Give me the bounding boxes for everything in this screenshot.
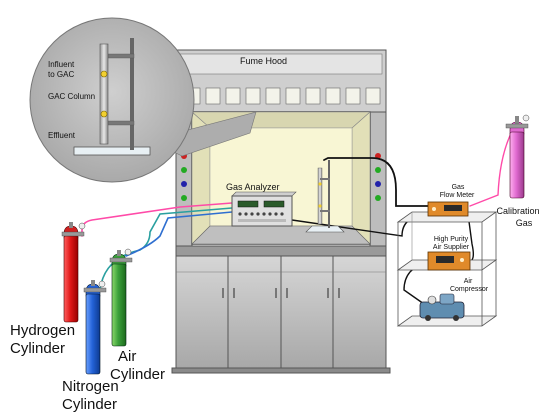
fume-hood-label: Fume Hood xyxy=(240,56,288,66)
air-compressor-label-line-1: Air xyxy=(463,278,473,285)
gac-column-zoom-callout xyxy=(29,17,257,183)
gas-flow-meter-label-line-2: Flow Meter xyxy=(439,192,475,199)
gas-analyzer-label: Gas Analyzer xyxy=(226,182,280,192)
hydrogen-cylinder-label-line-2: Cylinder xyxy=(10,340,66,357)
calibration-gas-label-line-1: Calibration xyxy=(496,206,540,216)
calibration-gas-label-line-2: Gas xyxy=(515,218,533,228)
gas-cylinder-icon xyxy=(83,280,107,375)
flow-meter-icon xyxy=(427,201,469,217)
air-cylinder-label-line-2: Cylinder xyxy=(110,366,166,383)
effluent-label: Effluent xyxy=(48,131,75,140)
hydrogen-cylinder-label-line-1: Hydrogen xyxy=(10,322,76,339)
gac-column-icon xyxy=(73,38,151,156)
gas-cylinder-icon xyxy=(109,248,133,347)
nitrogen-cylinder-label-line-1: Nitrogen xyxy=(62,378,119,395)
air-supplier-label-line-2: Air Supplier xyxy=(432,244,470,251)
gas-analyzer-icon xyxy=(231,191,297,227)
air-supplier-label-line-1: High Purity xyxy=(433,236,469,243)
air-cylinder-label-line-1: Air xyxy=(118,348,137,365)
gas-flow-meter-label-line-1: Gas xyxy=(451,184,465,191)
gac-column-in-hood-icon xyxy=(305,160,345,233)
gac-column-label: GAC Column xyxy=(48,92,96,101)
air-compressor-icon xyxy=(419,293,465,321)
influent-label-line-2: to GAC xyxy=(48,70,75,79)
air-supplier-icon xyxy=(427,251,471,271)
gas-cylinder-icon xyxy=(505,114,530,199)
air-compressor-label-line-2: Compressor xyxy=(449,286,489,293)
gas-cylinder-icon xyxy=(61,222,86,323)
influent-label-line-1: Influent xyxy=(48,60,75,69)
nitrogen-cylinder-label-line-2: Cylinder xyxy=(62,396,118,413)
